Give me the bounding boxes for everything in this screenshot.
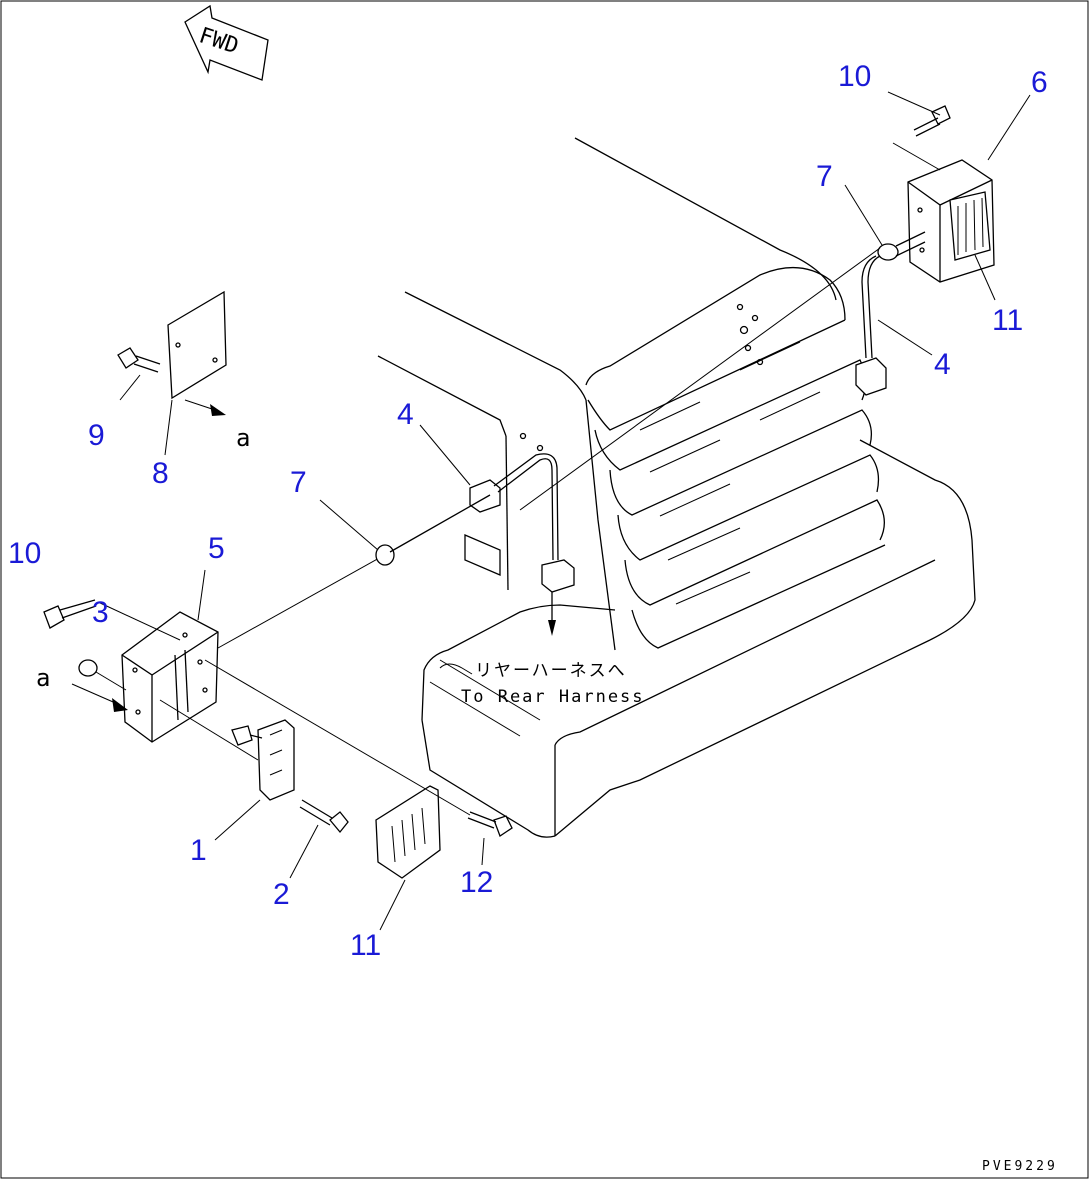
callout-1: 1: [190, 834, 207, 867]
callout-7-right: 7: [816, 160, 833, 193]
callout-2: 2: [273, 878, 290, 911]
view-ref-a-top: a: [236, 424, 250, 452]
figure-code: PVE9229: [982, 1159, 1058, 1174]
callout-12: 12: [460, 866, 493, 899]
rear-harness-note: リヤーハーネスへ To Rear Harness: [439, 661, 645, 707]
callout-6: 6: [1031, 66, 1048, 99]
callout-10-right: 10: [838, 60, 871, 93]
cover-plate-assembly: [117, 290, 227, 416]
callout-4-right: 4: [934, 348, 951, 381]
right-lamp-assembly: [519, 105, 995, 511]
note-english: To Rear Harness: [461, 687, 645, 707]
leader-lines: [71, 91, 1031, 931]
callout-3: 3: [92, 596, 109, 629]
callout-7-left: 7: [290, 466, 307, 499]
callout-8: 8: [152, 457, 169, 490]
machine-rear-body: [377, 137, 976, 838]
note-japanese: リヤーハーネスへ: [475, 661, 627, 681]
left-lamp-assembly: [43, 453, 575, 879]
callout-9: 9: [88, 419, 105, 452]
view-ref-a-left: a: [36, 664, 50, 692]
callout-10-left: 10: [8, 537, 41, 570]
forward-direction-arrow: FWD: [184, 4, 269, 81]
fwd-label: FWD: [196, 23, 242, 59]
callout-4-left: 4: [397, 398, 414, 431]
callout-11-right: 11: [992, 304, 1023, 337]
callout-11-bottom: 11: [350, 929, 381, 962]
callout-5: 5: [208, 532, 225, 565]
